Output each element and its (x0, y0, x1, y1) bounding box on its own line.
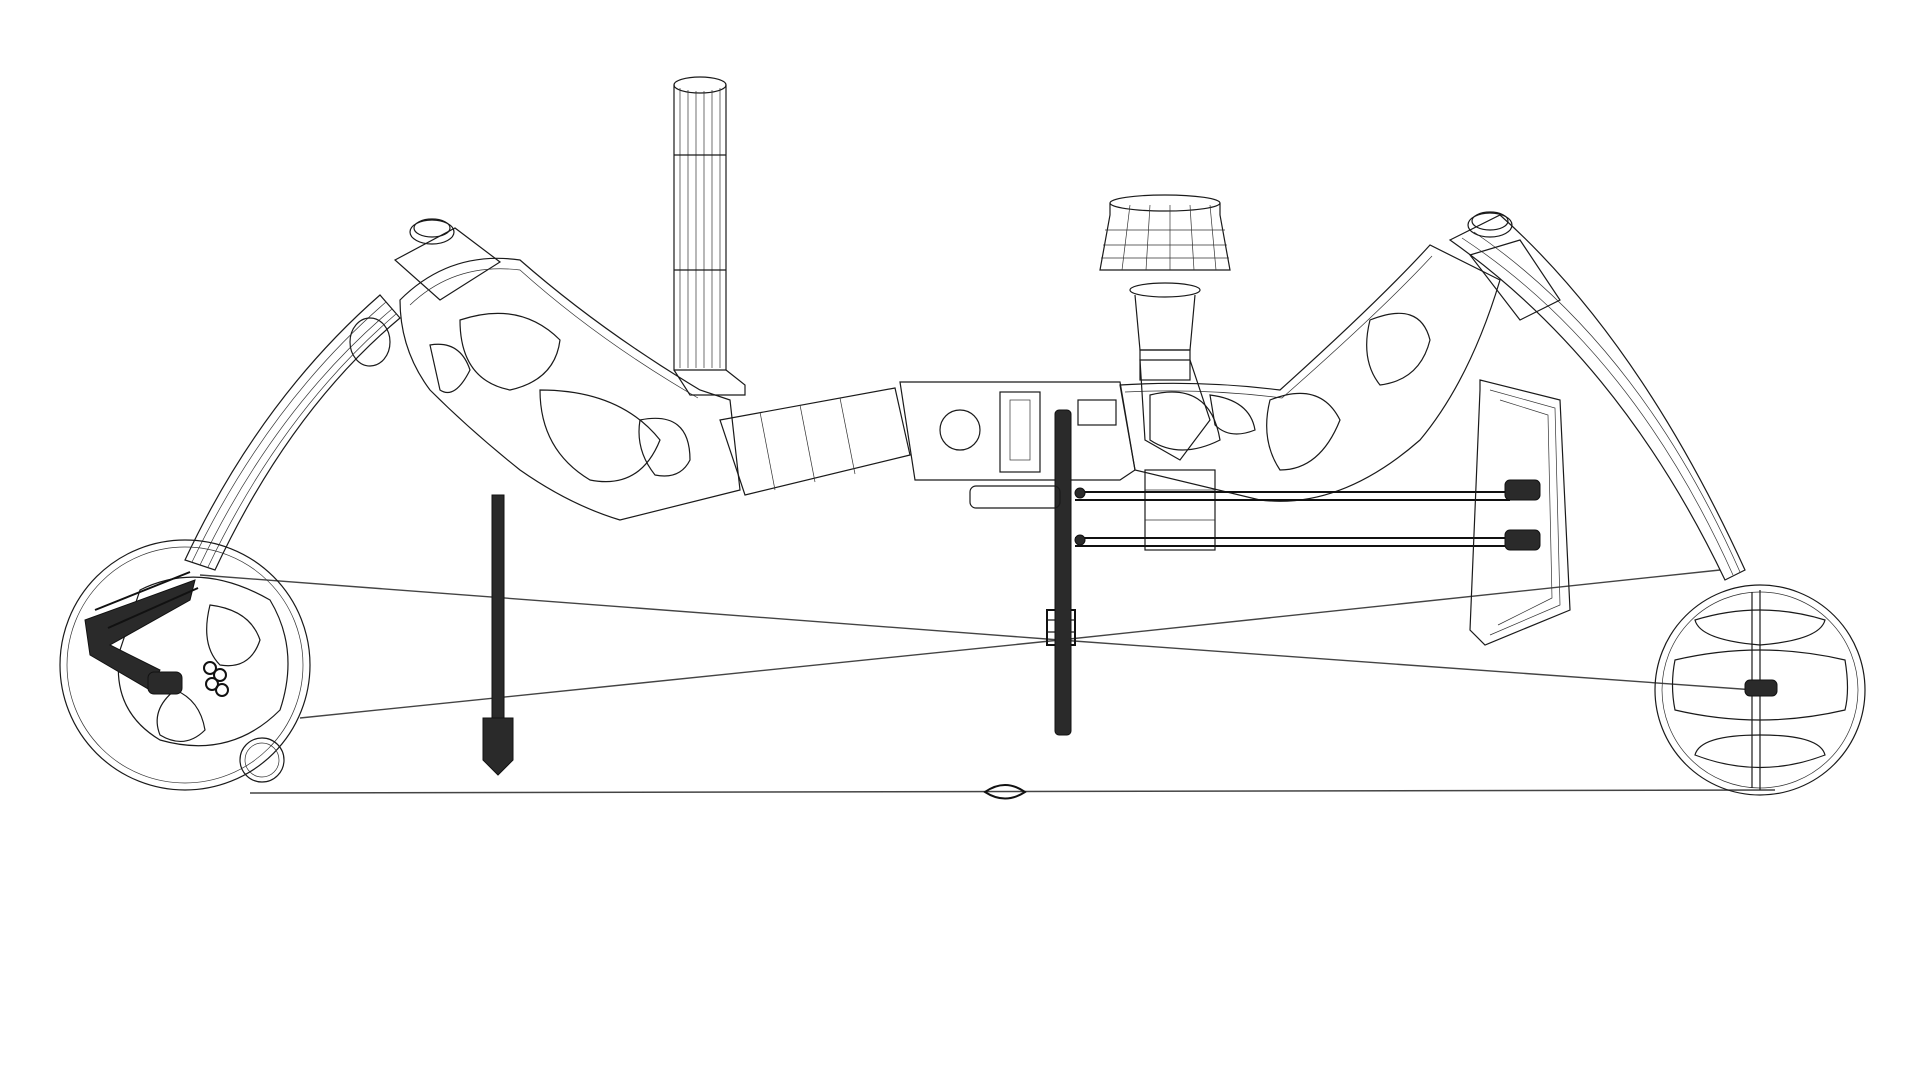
cable-upper-left (199, 574, 1061, 641)
bow-string (249, 789, 1776, 794)
quiver-bars (969, 479, 1541, 551)
arrow-rest-cup (1099, 194, 1231, 381)
cam-right (1654, 584, 1866, 796)
d-loop (983, 784, 1027, 800)
cam-left (59, 539, 311, 791)
sight-tube (673, 76, 746, 396)
stabilizer-vertical (1054, 409, 1072, 736)
cable-lower-left (299, 639, 1061, 719)
bow-strings (199, 569, 1776, 794)
riser (399, 244, 1501, 551)
quiver-hood (1469, 379, 1571, 646)
upper-limb-left (184, 218, 502, 571)
upper-limb-right (1448, 211, 1746, 581)
cable-lower-right (1059, 569, 1721, 641)
cable-upper-right (1059, 639, 1756, 691)
dampener-rod-left (482, 494, 514, 776)
